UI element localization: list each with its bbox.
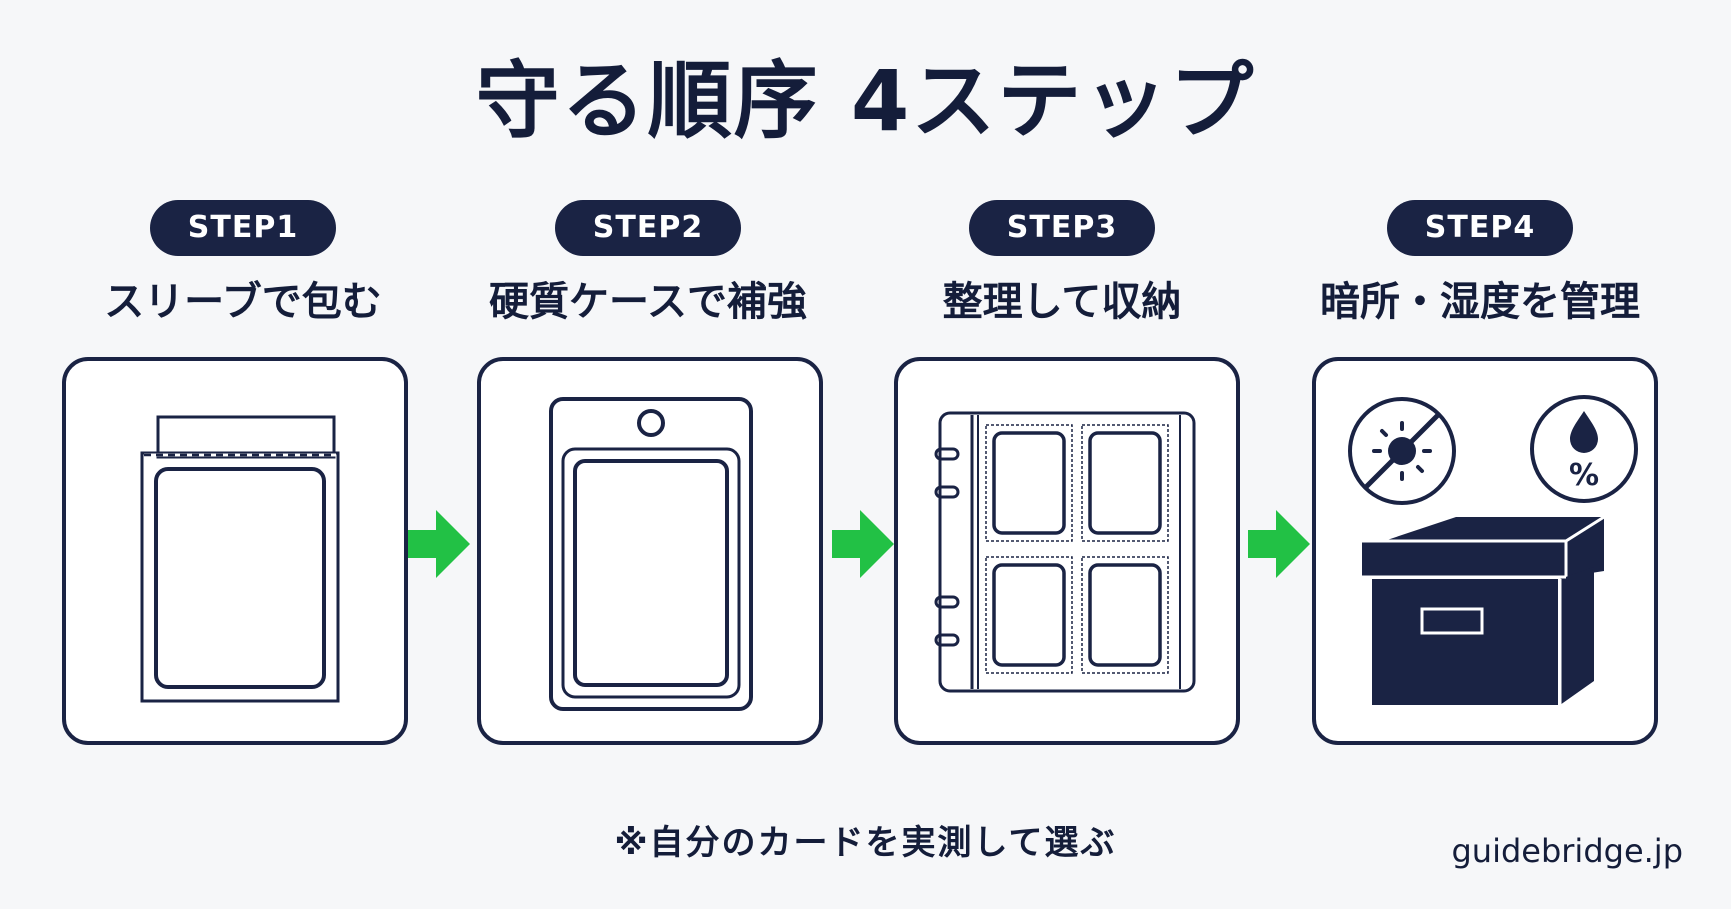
binder-icon (934, 411, 1196, 693)
step-3: STEP3 整理して収納 (862, 200, 1262, 332)
footnote: ※自分のカードを実測して選ぶ (614, 823, 1117, 863)
step-4-panel: % (1312, 357, 1658, 745)
step-1-panel (62, 357, 408, 745)
arrow-right-icon (1248, 510, 1310, 578)
storage-box-icon (1362, 515, 1605, 705)
step-3-label: 整理して収納 (942, 279, 1182, 325)
step-2: STEP2 硬質ケースで補強 (448, 200, 848, 332)
step-4-label: 暗所・湿度を管理 (1320, 279, 1640, 325)
step-4: STEP4 暗所・湿度を管理 (1280, 200, 1680, 332)
step-4-badge: STEP4 (1387, 200, 1573, 256)
toploader-icon (549, 397, 753, 711)
arrow-right-icon (832, 510, 894, 578)
step-3-badge: STEP3 (969, 200, 1155, 256)
arrow-right-icon (408, 510, 470, 578)
step-2-badge: STEP2 (555, 200, 741, 256)
humidity-percent: % (1569, 458, 1599, 493)
step-2-panel (477, 357, 823, 745)
humidity-icon: % (1530, 395, 1638, 503)
step-1-badge: STEP1 (150, 200, 336, 256)
step-1: STEP1 スリーブで包む (43, 200, 443, 332)
sleeve-icon (140, 415, 340, 703)
step-3-panel (894, 357, 1240, 745)
site-url[interactable]: guidebridge.jp (1451, 832, 1683, 870)
step-4-illustration: % (1348, 395, 1638, 705)
no-sunlight-icon (1348, 397, 1456, 505)
page-title: 守る順序 4ステップ (475, 52, 1256, 150)
step-2-label: 硬質ケースで補強 (489, 279, 807, 325)
step-1-label: スリーブで包む (104, 279, 382, 325)
